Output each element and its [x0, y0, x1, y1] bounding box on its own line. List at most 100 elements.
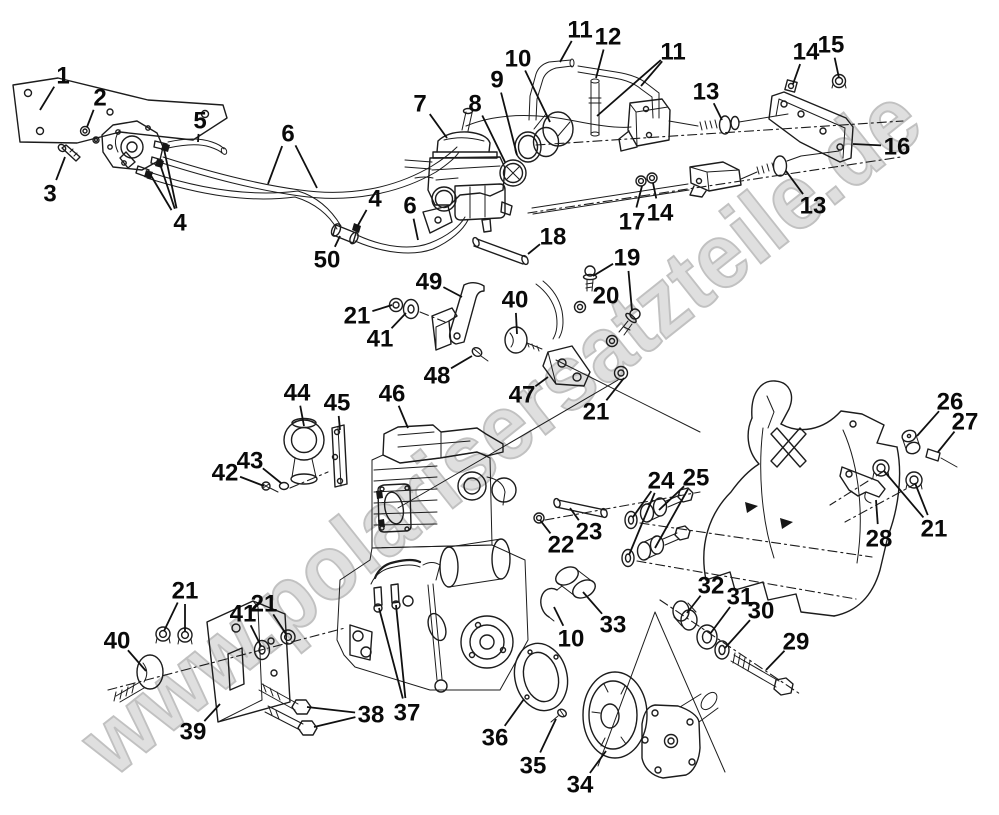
callout-number-18: 18: [540, 224, 567, 251]
callout-22-42: 22: [539, 519, 574, 559]
callout-number-40: 40: [502, 287, 529, 314]
part-vent-hoses: [528, 58, 660, 137]
leader-line: [197, 133, 200, 143]
callout-number-31: 31: [727, 584, 754, 611]
leader-line: [539, 519, 552, 535]
leader-line: [635, 185, 643, 208]
leader-line: [429, 113, 448, 139]
leader-line: [658, 485, 685, 511]
callout-45-32: 45: [324, 390, 350, 431]
callout-35-53: 35: [520, 718, 557, 780]
leader-line: [203, 703, 221, 722]
callout-44-31: 44: [284, 380, 311, 427]
callout-2-1: 2: [86, 85, 107, 128]
leader-line: [39, 86, 55, 111]
callout-number-6: 6: [281, 121, 294, 148]
leader-line: [596, 59, 662, 117]
leader-line: [395, 604, 407, 699]
leader-line: [686, 595, 702, 614]
callout-number-15: 15: [818, 32, 845, 59]
callout-number-34: 34: [567, 772, 594, 799]
leader-line: [272, 613, 287, 635]
callout-12-14: 12: [595, 24, 621, 79]
callout-number-21: 21: [921, 516, 948, 543]
callout-15-18: 15: [818, 32, 845, 79]
leader-line: [163, 602, 179, 632]
callout-28-44: 28: [866, 499, 893, 553]
nut-22-icon: [533, 512, 545, 524]
callout-14-17: 14: [792, 39, 820, 85]
callout-5-4: 5: [193, 108, 207, 143]
part-mount-bushings-24-25: [621, 487, 873, 600]
leader-line: [334, 235, 341, 248]
callout-42-36: 42: [212, 460, 265, 487]
callout-number-42: 42: [212, 460, 239, 487]
callout-number-38: 38: [358, 702, 385, 729]
part-cable-clamp-26: [829, 429, 958, 523]
leader-line: [654, 488, 689, 549]
callout-number-37: 37: [394, 700, 421, 727]
leader-line: [239, 475, 265, 487]
callout-21-45: 21: [883, 470, 948, 543]
leader-line: [589, 750, 607, 774]
leader-line: [632, 490, 653, 518]
leader-line: [852, 143, 882, 147]
leader-line: [262, 467, 282, 484]
callout-27-39: 27: [937, 409, 978, 453]
callout-14-21: 14: [647, 182, 674, 227]
callout-number-43: 43: [237, 448, 264, 475]
callout-40-26: 40: [502, 287, 529, 335]
callout-number-21: 21: [583, 399, 610, 426]
callout-13-16: 13: [693, 79, 723, 121]
callout-number-33: 33: [600, 612, 627, 639]
callout-25-41: 25: [654, 465, 709, 549]
callout-number-40: 40: [104, 628, 131, 655]
part-carburetor: [404, 107, 574, 234]
callout-number-35: 35: [520, 753, 547, 780]
part-throttle-cable-lower: [527, 150, 902, 215]
callout-10-12: 10: [505, 46, 551, 123]
leader-line: [299, 405, 305, 427]
leader-line: [875, 499, 879, 525]
leader-line: [937, 430, 956, 453]
leader-line: [559, 40, 573, 63]
callout-21-35: 21: [583, 377, 625, 426]
callout-30-48: 30: [724, 598, 774, 649]
callout-number-2: 2: [93, 85, 106, 112]
callout-number-11: 11: [567, 17, 592, 44]
leader-line: [412, 218, 419, 241]
leader-line: [524, 70, 551, 123]
leader-line: [503, 698, 525, 727]
leader-line: [527, 243, 541, 255]
callout-10-51: 10: [553, 606, 584, 653]
part-mount-bracket-1: [12, 77, 228, 162]
callout-number-28: 28: [866, 526, 893, 553]
callout-36-52: 36: [482, 698, 525, 752]
part-throttle-cable-upper: [465, 73, 904, 163]
leader-line: [356, 209, 368, 228]
callout-20-25: 20: [593, 283, 620, 310]
callout-46-33: 46: [379, 381, 409, 429]
nut-14b-icon: [646, 172, 658, 184]
callout-number-5: 5: [193, 108, 206, 135]
leader-line: [539, 718, 557, 753]
part-bracket-49: [388, 282, 489, 362]
callout-7-9: 7: [413, 91, 448, 139]
callout-number-13: 13: [800, 193, 827, 220]
callout-number-26: 26: [937, 389, 964, 416]
leader-line: [500, 92, 518, 156]
leader-line: [534, 376, 549, 388]
leader-line: [442, 286, 463, 298]
callout-number-23: 23: [576, 519, 603, 546]
callout-number-49: 49: [416, 269, 443, 296]
callout-18-23: 18: [527, 224, 567, 255]
callout-17-22: 17: [619, 185, 645, 236]
callout-32-46: 32: [686, 573, 724, 614]
leader-line: [450, 355, 473, 370]
callout-21-59: 21: [163, 578, 198, 632]
callout-number-13: 13: [693, 79, 720, 106]
callout-number-50: 50: [314, 247, 341, 274]
part-pin-18: [472, 236, 529, 266]
leader-line: [267, 145, 284, 185]
leader-line: [785, 170, 804, 195]
